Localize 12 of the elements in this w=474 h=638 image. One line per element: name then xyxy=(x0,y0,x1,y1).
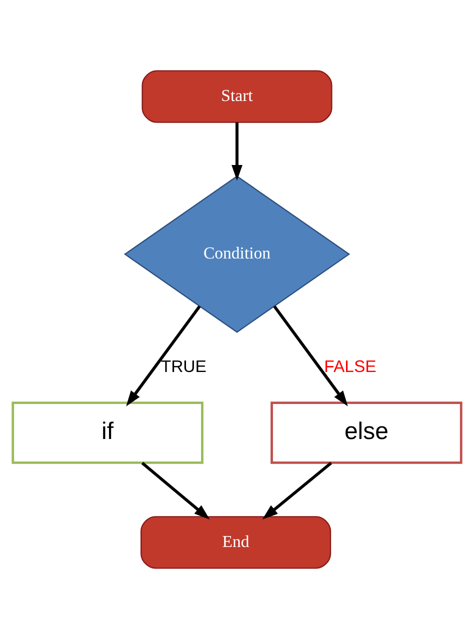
edge-label: TRUE xyxy=(160,356,206,376)
arrow xyxy=(141,461,210,519)
edge-label: FALSE xyxy=(324,356,376,376)
node-box: Start xyxy=(142,70,332,122)
node-diamond: Condition xyxy=(124,175,350,332)
arrow xyxy=(262,461,332,519)
node-box: else xyxy=(270,401,462,464)
node-box: if xyxy=(12,401,204,464)
node-box: End xyxy=(140,516,332,568)
arrow xyxy=(273,304,348,406)
arrow xyxy=(232,122,242,180)
arrow xyxy=(126,304,201,406)
